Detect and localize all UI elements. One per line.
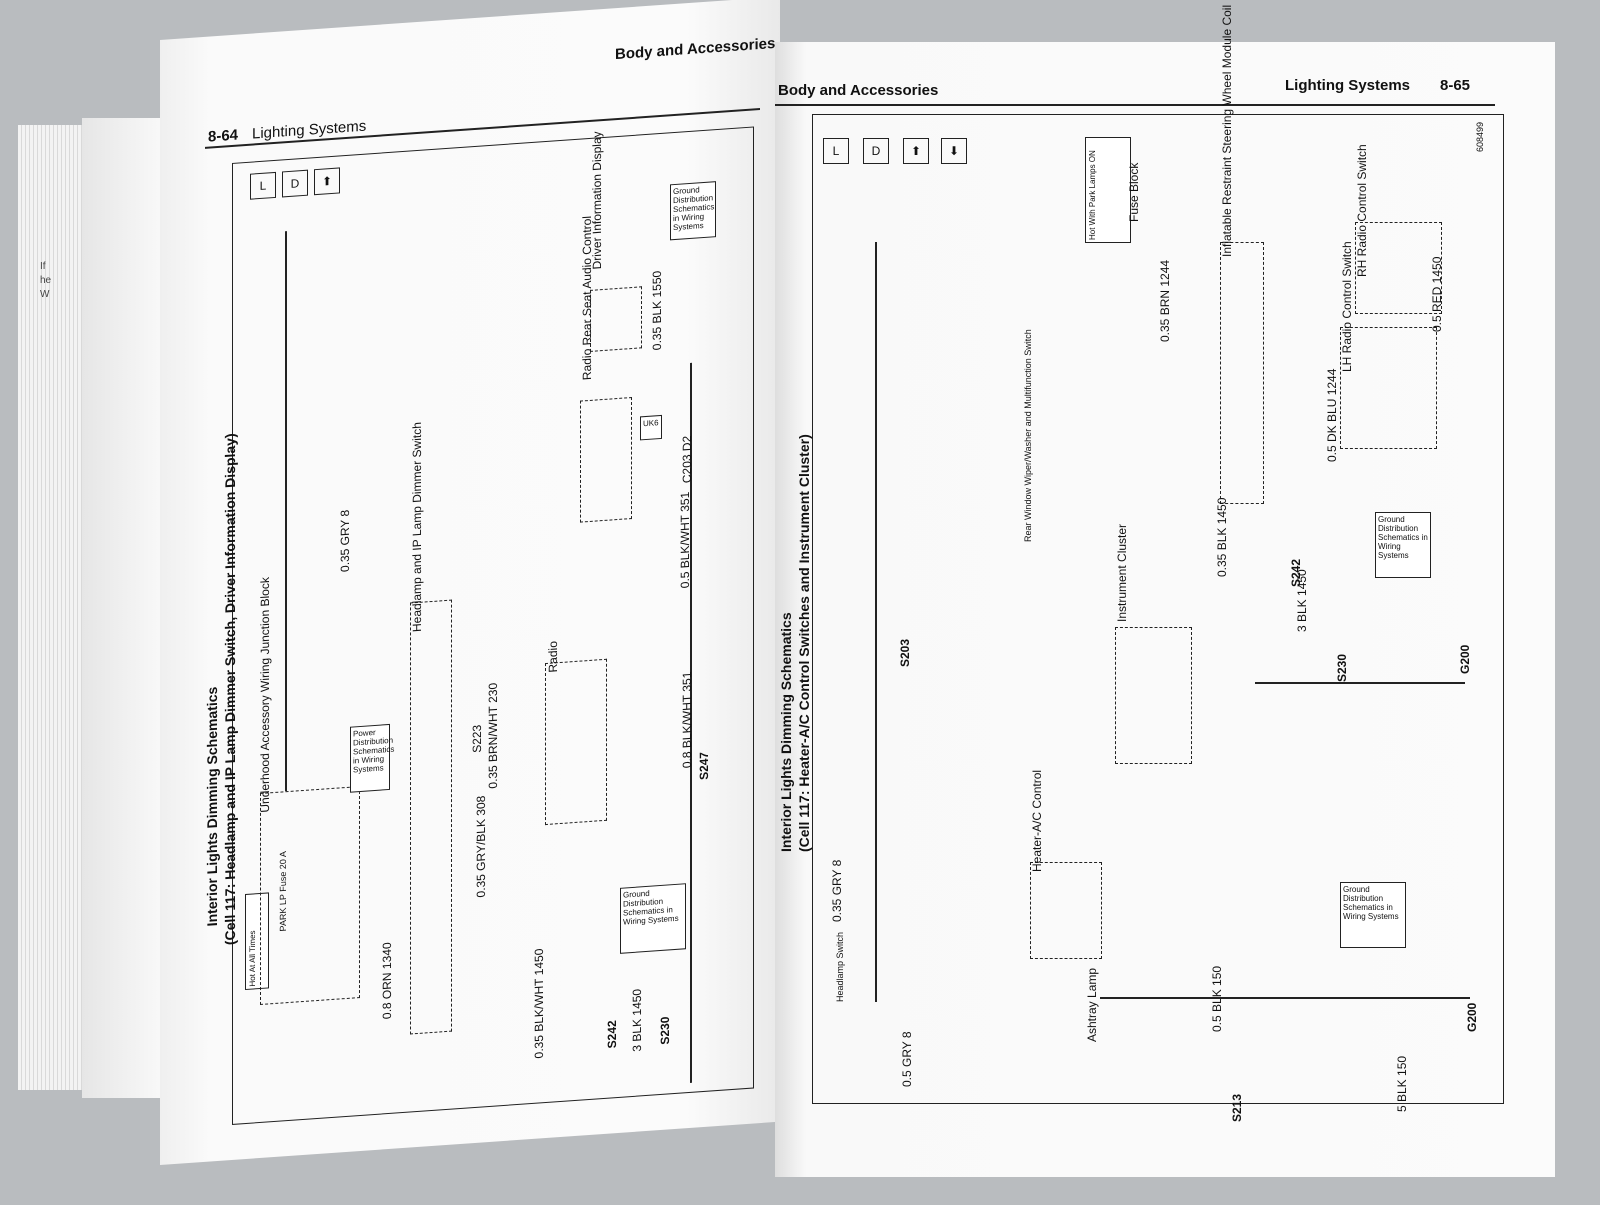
left-subtitle: (Cell 117: Headlamp and IP Lamp Dimmer S…	[222, 432, 238, 946]
desc-icon[interactable]: D	[282, 169, 308, 198]
wire-label-8: 0.35 BRN/WHT 230	[486, 682, 500, 790]
rear-window-label: Rear Window Wiper/Washer and Multifuncti…	[1023, 329, 1033, 542]
left-page: 8-64 Lighting Systems Body and Accessori…	[160, 0, 780, 1165]
desc-icon[interactable]: D	[863, 138, 889, 164]
wire-label-r8: 3 BLK 1450	[1295, 569, 1309, 632]
splice-s230-right: S230	[1335, 653, 1349, 682]
ground-g200-top: G200	[1458, 644, 1472, 674]
steering-label: Inflatable Restraint Steering Wheel Modu…	[1220, 4, 1234, 257]
up-arrow-icon[interactable]: ⬆	[314, 167, 340, 196]
right-page-number: 8-65	[1440, 77, 1471, 94]
wire-label-r9: 5 BLK 150	[1395, 1055, 1409, 1112]
lh-radio-label: LH Radio Control Switch	[1340, 241, 1354, 372]
radio-label: Radio	[546, 640, 560, 674]
loc-icon[interactable]: L	[250, 171, 276, 200]
cluster-label: Instrument Cluster	[1115, 523, 1129, 622]
ground-dist-bottom: Ground Distribution Schematics in Wiring…	[620, 883, 686, 954]
hot-park-label: Hot With Park Lamps ON	[1085, 137, 1131, 243]
junction-label: Underhood Accessory Wiring Junction Bloc…	[258, 576, 272, 814]
wire-label-4: 0.8 BLK/WHT 351	[680, 671, 694, 769]
ground-dist-right-bottom: Ground Distribution Schematics in Wiring…	[1340, 882, 1406, 948]
wire-label-9: 0.35 BLK 1550	[650, 270, 664, 351]
right-header-left: Body and Accessories	[778, 82, 939, 99]
heater-label: Heater-A/C Control	[1030, 769, 1044, 872]
wire-label-2: 0.8 ORN 1340	[380, 941, 394, 1020]
wire-label-r2: 0.5 GRY 8	[900, 1031, 914, 1087]
wire-label-r1: 0.35 GRY 8	[830, 859, 844, 922]
rh-radio-switch-box	[1355, 222, 1442, 314]
left-page-number: 8-64	[208, 126, 239, 146]
ground-dist-top: Ground Distribution Schematics in Wiring…	[670, 181, 716, 241]
left-header-right: Body and Accessories	[615, 34, 776, 64]
wire-label-r6: 0.5 DK BLU 1244	[1325, 368, 1339, 462]
wire-label-6: 0.35 GRY/BLK 308	[474, 795, 488, 899]
wire-label-r5: 0.35 BRN 1244	[1158, 259, 1172, 342]
wire-label-7: 3 BLK 1450	[630, 988, 644, 1053]
splice-s230: S230	[658, 1016, 672, 1046]
ashtray-label: Ashtray Lamp	[1085, 967, 1099, 1042]
rh-radio-label: RH Radio Control Switch	[1355, 144, 1369, 277]
junction-box	[260, 786, 360, 1006]
ground-wire-top	[1255, 682, 1465, 684]
down-arrow-icon[interactable]: ⬇	[941, 138, 967, 164]
headlamp-switch-label: Headlamp Switch	[835, 931, 845, 1002]
ground-dist-right-top: Ground Distribution Schematics in Wiring…	[1375, 512, 1431, 578]
splice-s223: S223	[470, 724, 484, 754]
radio-rear-box	[580, 396, 632, 523]
ground-wire-bottom	[1100, 997, 1470, 999]
radio-box	[545, 658, 607, 826]
wire-label-r7: 0.5 RED 1450	[1430, 256, 1444, 332]
driver-info-box	[590, 286, 642, 352]
right-subtitle: (Cell 117: Heater-A/C Control Switches a…	[796, 434, 812, 852]
dimmer-label: Headlamp and IP Lamp Dimmer Switch	[410, 421, 424, 633]
up-arrow-icon[interactable]: ⬆	[903, 138, 929, 164]
right-page: Body and Accessories Lighting Systems 8-…	[775, 5, 1555, 1177]
instrument-cluster-box	[1115, 627, 1192, 764]
driver-info-label: Driver Information Display	[590, 130, 604, 270]
right-section: Lighting Systems	[1285, 77, 1411, 94]
power-dist-box: Power Distribution Schematics in Wiring …	[350, 723, 394, 793]
fuse-block-label: Fuse Block	[1127, 162, 1141, 222]
schematic-frame-right	[812, 114, 1504, 1104]
splice-s213: S213	[1230, 1093, 1244, 1122]
wire-label-3: 0.35 BLK/WHT 1450	[532, 948, 546, 1059]
wire-gry-8	[285, 231, 287, 792]
heater-control-box	[1030, 862, 1102, 959]
connector-c203-d2: C203 D2	[680, 435, 694, 484]
ground-g200-bottom: G200	[1465, 1002, 1479, 1032]
loc-icon[interactable]: L	[823, 138, 849, 164]
splice-s247: S247	[697, 751, 711, 781]
lh-radio-switch-box	[1340, 327, 1437, 449]
dimmer-switch-box	[410, 599, 452, 1035]
right-title: Interior Lights Dimming Schematics	[778, 612, 794, 852]
splice-s242: S242	[605, 1019, 619, 1049]
diagram-code: 608499	[1475, 121, 1485, 152]
header-rule-right	[775, 104, 1495, 106]
wire-label-1: 0.35 GRY 8	[338, 509, 352, 573]
steering-coil-box	[1220, 242, 1264, 504]
wire-label-r4: 0.35 BLK 1450	[1215, 497, 1229, 577]
wire-gry-main	[875, 242, 877, 1002]
left-title: Interior Lights Dimming Schematics	[204, 686, 220, 927]
uk6-badge: UK6	[640, 414, 662, 441]
wire-label-5: 0.5 BLK/WHT 351	[678, 491, 692, 589]
splice-s203: S203	[898, 638, 912, 667]
